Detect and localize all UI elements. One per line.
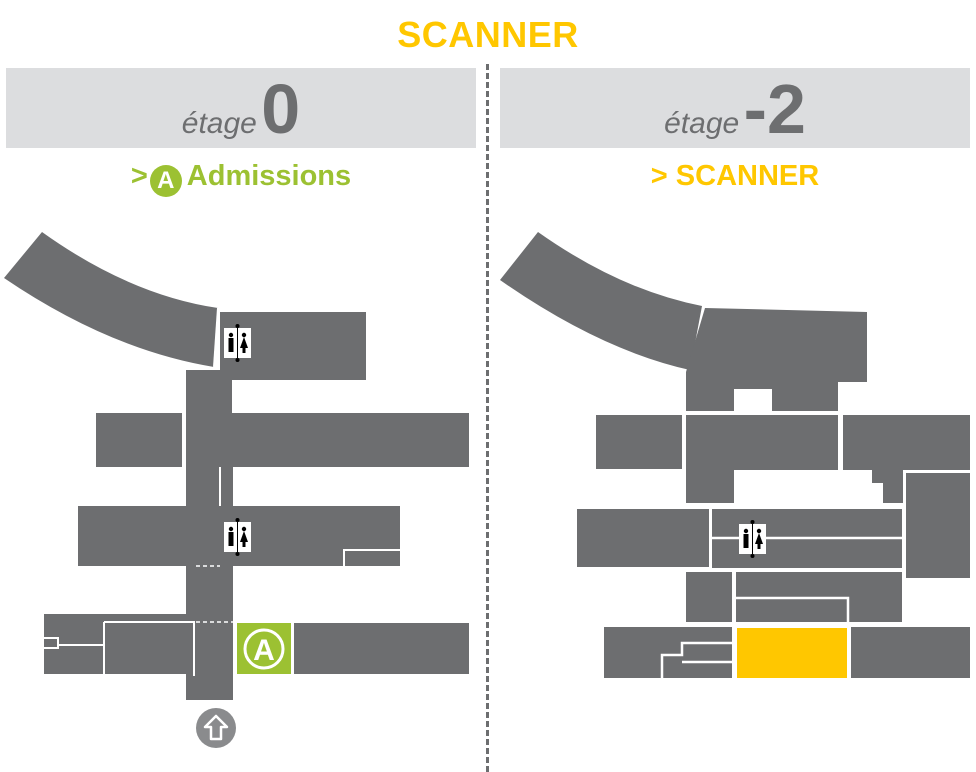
right-building-mid-1 xyxy=(686,415,838,503)
left-building-west-1 xyxy=(96,413,182,467)
left-destination-label: Admissions xyxy=(186,160,352,192)
right-floor-band: étage -2 xyxy=(500,68,970,148)
right-restroom-icon xyxy=(739,520,766,558)
left-curved-wing xyxy=(4,232,218,367)
left-floor-number: 0 xyxy=(261,70,301,148)
left-floor-word: étage xyxy=(181,107,257,140)
left-destination-prefix: > xyxy=(130,160,148,192)
left-corridor-doors xyxy=(196,565,234,623)
left-building-outlines xyxy=(44,307,400,676)
right-floor-word: étage xyxy=(664,107,740,140)
right-curved-wing xyxy=(500,232,702,370)
right-building-west-2 xyxy=(577,509,709,567)
left-restroom-icon-2 xyxy=(224,518,251,556)
right-building-west-3 xyxy=(604,627,732,678)
right-building-east-3 xyxy=(851,627,970,678)
admissions-map-badge-icon xyxy=(243,628,285,670)
left-building-east-3 xyxy=(294,623,469,674)
right-building-west-1 xyxy=(596,415,682,469)
right-destination: > SCANNER xyxy=(650,160,820,192)
left-building-east-1 xyxy=(220,413,469,467)
scanner-room xyxy=(737,628,847,678)
page-title: SCANNER xyxy=(397,14,579,55)
left-restroom-icon-1 xyxy=(224,324,251,362)
admissions-badge-icon: A xyxy=(149,165,182,197)
right-buildings xyxy=(500,232,970,678)
right-building-east-2 xyxy=(906,473,970,578)
left-floor-band: étage 0 xyxy=(6,68,476,148)
entrance-arrow-icon xyxy=(196,708,236,748)
panel-divider xyxy=(486,64,489,772)
left-buildings xyxy=(4,232,469,700)
right-building-upper xyxy=(686,308,867,411)
right-building-block-small xyxy=(686,572,732,622)
right-building-east-1 xyxy=(843,415,970,503)
admissions-map-letter: A xyxy=(253,634,275,667)
right-floor-number: -2 xyxy=(743,70,806,148)
left-building-west-2 xyxy=(78,506,194,566)
